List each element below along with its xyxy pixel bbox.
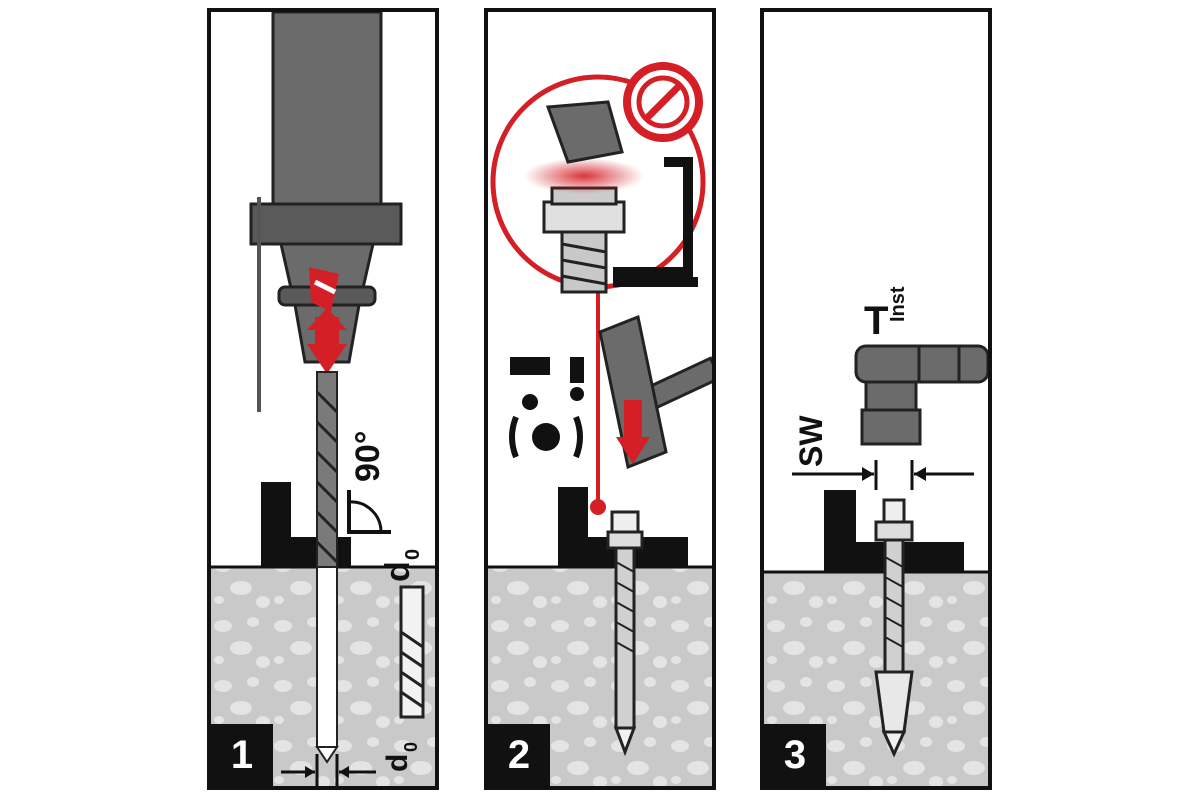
drilling-illustration: 90° d 0 d 0: [211, 12, 435, 786]
step-1-panel: 90° d 0 d 0 1: [207, 8, 439, 790]
wrench-size-label: SW: [793, 415, 829, 467]
drill-body: [271, 12, 383, 224]
diameter-label: d: [379, 561, 417, 582]
drill-hole: [316, 566, 338, 748]
step-number-badge: 1: [211, 724, 273, 786]
hammering-illustration: [488, 62, 712, 786]
attention-eye-icon: [509, 357, 584, 459]
torque-wrench-icon: [854, 344, 988, 446]
torque-illustration: SW T Inst: [764, 286, 988, 786]
step-3-panel: SW T Inst 3: [760, 8, 992, 790]
anchor-bolt: [874, 498, 914, 758]
angle-label: 90°: [349, 431, 387, 482]
hammer-action-arrow-icon: [307, 308, 347, 374]
diameter-subscript: 0: [402, 549, 424, 560]
step-2-panel: 2: [484, 8, 716, 790]
right-angle-mark: [347, 490, 391, 534]
prohibited-icon: [623, 62, 703, 142]
wrench-size-dimension: [792, 460, 974, 490]
hole-diameter-dimension: [281, 754, 376, 786]
diameter-label-bottom: d: [381, 754, 414, 772]
torque-label: T: [864, 299, 888, 343]
diameter-subscript-bottom: 0: [401, 742, 421, 752]
anchor-bolt: [606, 510, 644, 757]
torque-subscript: Inst: [887, 286, 909, 322]
fixture-part: [824, 490, 964, 572]
fixture-part: [558, 487, 688, 567]
rotation-arrow-icon: [309, 267, 339, 312]
magnifier-detail: [490, 74, 706, 515]
step-number-badge: 2: [488, 724, 550, 786]
step-number-badge: 3: [764, 724, 826, 786]
drill-bit: [315, 371, 339, 603]
anchor-bolt-icon: [399, 585, 425, 719]
hammer-icon: [598, 314, 712, 470]
